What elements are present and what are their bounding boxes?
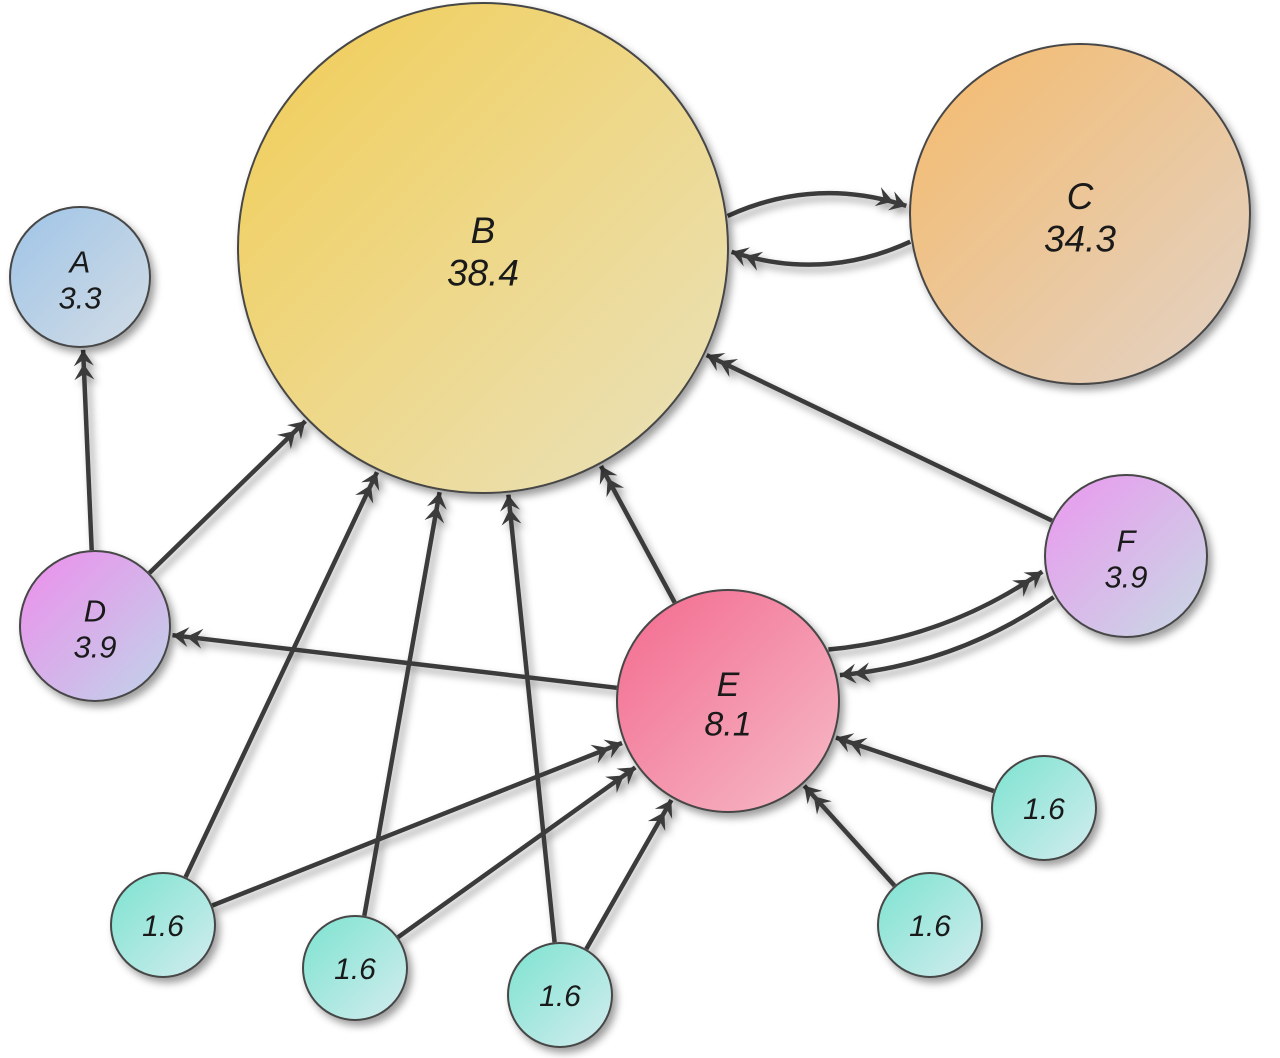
- node-E-label: E: [717, 666, 740, 704]
- node-D-value: 3.9: [73, 630, 116, 665]
- node-A-label: A: [68, 245, 91, 280]
- node-s5: [991, 755, 1097, 861]
- node-B: [237, 2, 729, 494]
- edge-F-to-B: [705, 352, 1053, 523]
- node-s1-value: 1.6: [142, 910, 184, 943]
- edge-D-to-B: [147, 419, 307, 575]
- node-F: [1044, 474, 1208, 638]
- node-E-value: 8.1: [704, 706, 751, 744]
- node-F-label: F: [1117, 524, 1138, 559]
- edge-s1-to-B: [183, 471, 380, 879]
- node-F-value: 3.9: [1104, 560, 1147, 595]
- edge-s2-to-E: [396, 765, 637, 940]
- edge-s4-to-E: [802, 784, 897, 888]
- node-B-label: B: [471, 210, 496, 251]
- edge-s1-to-E: [211, 739, 623, 908]
- node-C-label: C: [1067, 176, 1094, 217]
- edge-s5-to-E: [835, 733, 995, 794]
- edge-F-to-E: [839, 595, 1055, 684]
- labels-layer: A3.3B38.4C34.3D3.9E8.1F3.91.61.61.61.61.…: [58, 176, 1147, 1013]
- node-s2-value: 1.6: [334, 953, 376, 986]
- nodes-layer: [9, 2, 1251, 1048]
- edge-B-to-C: [726, 187, 907, 219]
- node-C: [909, 43, 1251, 385]
- edges-layer: [73, 187, 1055, 951]
- edge-D-to-A: [73, 349, 95, 551]
- node-s4: [877, 872, 983, 978]
- node-A: [9, 206, 151, 348]
- node-C-value: 34.3: [1044, 219, 1116, 260]
- node-s4-value: 1.6: [909, 910, 951, 943]
- edge-C-to-B: [730, 239, 912, 271]
- node-s2: [302, 915, 408, 1021]
- node-E: [616, 589, 840, 813]
- node-A-value: 3.3: [58, 281, 101, 316]
- edge-E-to-F: [828, 569, 1044, 652]
- node-D-label: D: [84, 594, 106, 629]
- node-s3-value: 1.6: [539, 980, 581, 1013]
- node-B-value: 38.4: [447, 253, 519, 294]
- node-s5-value: 1.6: [1023, 793, 1065, 826]
- edge-s3-to-B: [500, 494, 557, 943]
- edge-s2-to-B: [362, 491, 447, 917]
- edge-s3-to-E: [584, 798, 674, 951]
- node-s1: [110, 872, 216, 978]
- edge-E-to-B: [599, 465, 677, 604]
- node-D: [19, 550, 171, 702]
- edge-E-to-D: [172, 627, 618, 691]
- node-s3: [507, 942, 613, 1048]
